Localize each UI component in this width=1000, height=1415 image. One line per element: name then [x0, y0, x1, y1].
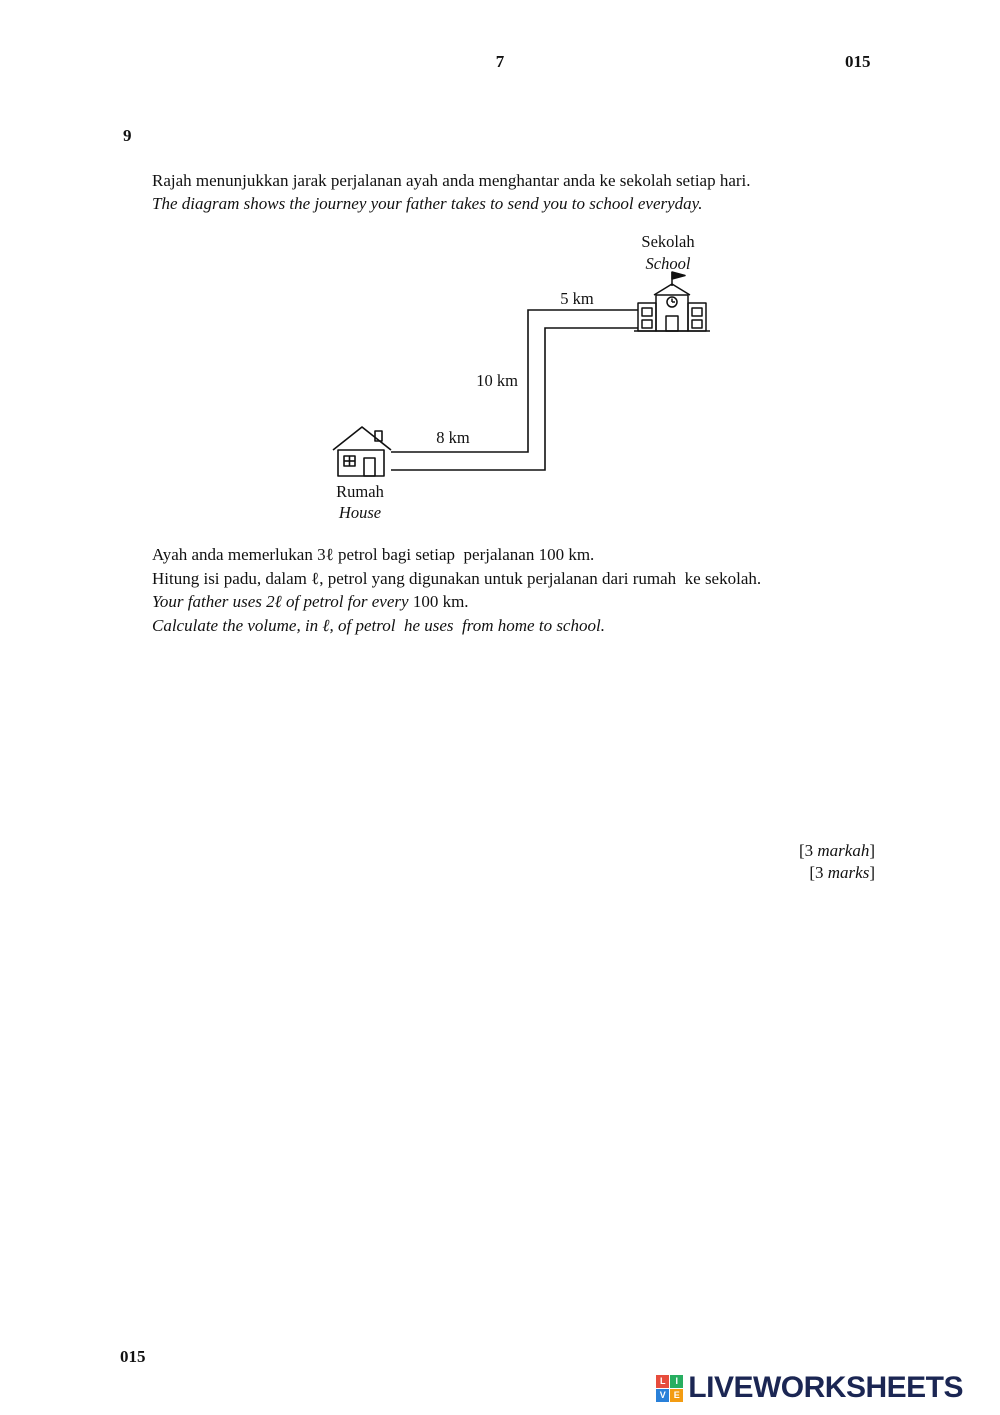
- liveworksheets-logo-icon: L I V E: [656, 1374, 684, 1402]
- body-en-line1: Your father uses 2ℓ of petrol for every …: [152, 590, 932, 614]
- marks-en-word: marks: [827, 863, 870, 882]
- logo-square-i: I: [670, 1374, 684, 1388]
- question-body: Ayah anda memerlukan 3ℓ petrol bagi seti…: [152, 543, 932, 637]
- footer-paper-code: 015: [120, 1347, 146, 1366]
- logo-square-l: L: [656, 1374, 670, 1388]
- marks-ms: [3 markah]: [675, 840, 875, 862]
- marks-en: [3 marks]: [675, 862, 875, 884]
- question-intro-en: The diagram shows the journey your fathe…: [152, 193, 703, 213]
- marks-en-post: ]: [869, 863, 875, 882]
- school-label-ms: Sekolah: [641, 232, 695, 251]
- school-icon: [634, 271, 710, 332]
- question-intro-ms: Rajah menunjukkan jarak perjalanan ayah …: [152, 171, 751, 190]
- liveworksheets-logo[interactable]: L I V E LIVEWORKSHEETS: [656, 1371, 963, 1405]
- question-number: 9: [123, 126, 132, 145]
- marks-ms-word: markah: [817, 841, 870, 860]
- distance-label-bottom: 8 km: [436, 428, 470, 447]
- body-en-line2: Calculate the volume, in ℓ, of petrol he…: [152, 615, 605, 635]
- marks-ms-post: ]: [869, 841, 875, 860]
- distance-label-vertical: 10 km: [476, 371, 518, 390]
- body-en-line1-plain: 100 km.: [412, 592, 469, 611]
- header-paper-code: 015: [845, 52, 871, 71]
- body-ms-line2: Hitung isi padu, dalam ℓ, petrol yang di…: [152, 568, 762, 588]
- distance-label-top: 5 km: [560, 289, 594, 308]
- body-ms-line1: Ayah anda memerlukan 3ℓ petrol bagi seti…: [152, 545, 595, 564]
- logo-square-e: E: [670, 1388, 684, 1402]
- house-icon: [332, 426, 392, 477]
- liveworksheets-brand-text: LIVEWORKSHEETS: [688, 1371, 963, 1404]
- body-en-line1-italic: Your father uses 2ℓ of petrol for every: [152, 592, 413, 611]
- logo-square-v: V: [656, 1388, 670, 1402]
- marks-en-pre: [3: [809, 863, 828, 882]
- header-page-number: 7: [495, 52, 505, 71]
- question-intro: Rajah menunjukkan jarak perjalanan ayah …: [152, 170, 912, 215]
- marks-ms-pre: [3: [798, 841, 818, 860]
- school-label-en: School: [645, 254, 691, 273]
- marks-block: [3 markah] [3 marks]: [675, 840, 875, 884]
- house-label-en: House: [338, 503, 382, 522]
- house-label-ms: Rumah: [336, 482, 384, 501]
